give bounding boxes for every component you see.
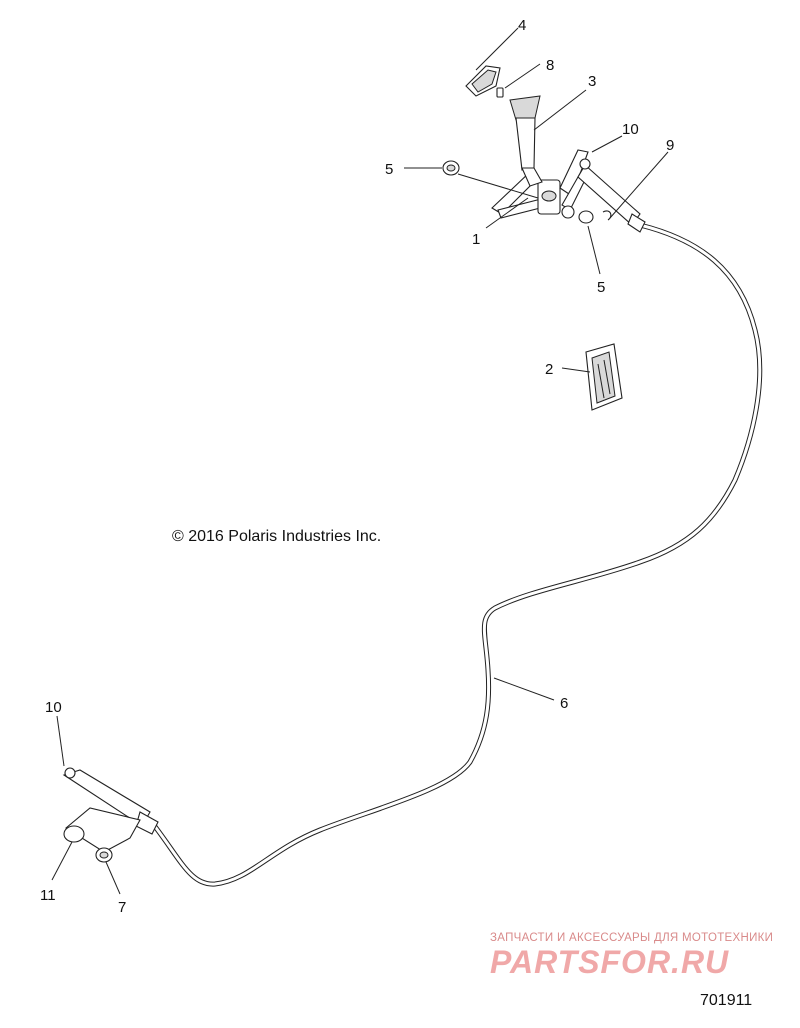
watermark-tagline: ЗАПЧАСТИ И АКСЕССУАРЫ ДЛЯ МОТОТЕХНИКИ: [490, 932, 774, 944]
callout-5-lower: 5: [597, 279, 605, 296]
pedal-lever: [509, 95, 543, 187]
callout-9: 9: [666, 137, 674, 154]
nut-left: [442, 160, 460, 176]
callout-6: 6: [560, 695, 568, 712]
pedal-pad: [585, 343, 623, 411]
watermark-logo: PARTSFOR.RU: [490, 944, 730, 980]
lower-assembly: [62, 767, 159, 863]
callout-11: 11: [40, 887, 56, 904]
callout-7: 7: [118, 899, 126, 916]
leader-lines: [51, 27, 669, 895]
brake-cable: [147, 222, 763, 887]
callout-2: 2: [545, 361, 553, 378]
pedal-pad-top: [465, 65, 501, 97]
cylinder-upper: [577, 158, 646, 233]
clip: [602, 210, 612, 221]
diagram-id: 701911: [700, 992, 753, 1009]
callout-4: 4: [518, 17, 526, 34]
washer: [578, 210, 594, 224]
copyright-notice: © 2016 Polaris Industries Inc.: [172, 528, 382, 545]
callout-8: 8: [546, 57, 554, 74]
callout-5-left: 5: [385, 161, 393, 178]
callout-labels: 4 8 3 10 9 5 1 5 2 6 10 11 7: [40, 17, 674, 916]
screw: [496, 87, 504, 98]
pedal-arm-assembly: [491, 149, 589, 219]
callout-10-lower: 10: [45, 699, 62, 716]
callout-3: 3: [588, 73, 596, 90]
callout-10-upper: 10: [622, 121, 639, 138]
callout-1: 1: [472, 231, 480, 248]
